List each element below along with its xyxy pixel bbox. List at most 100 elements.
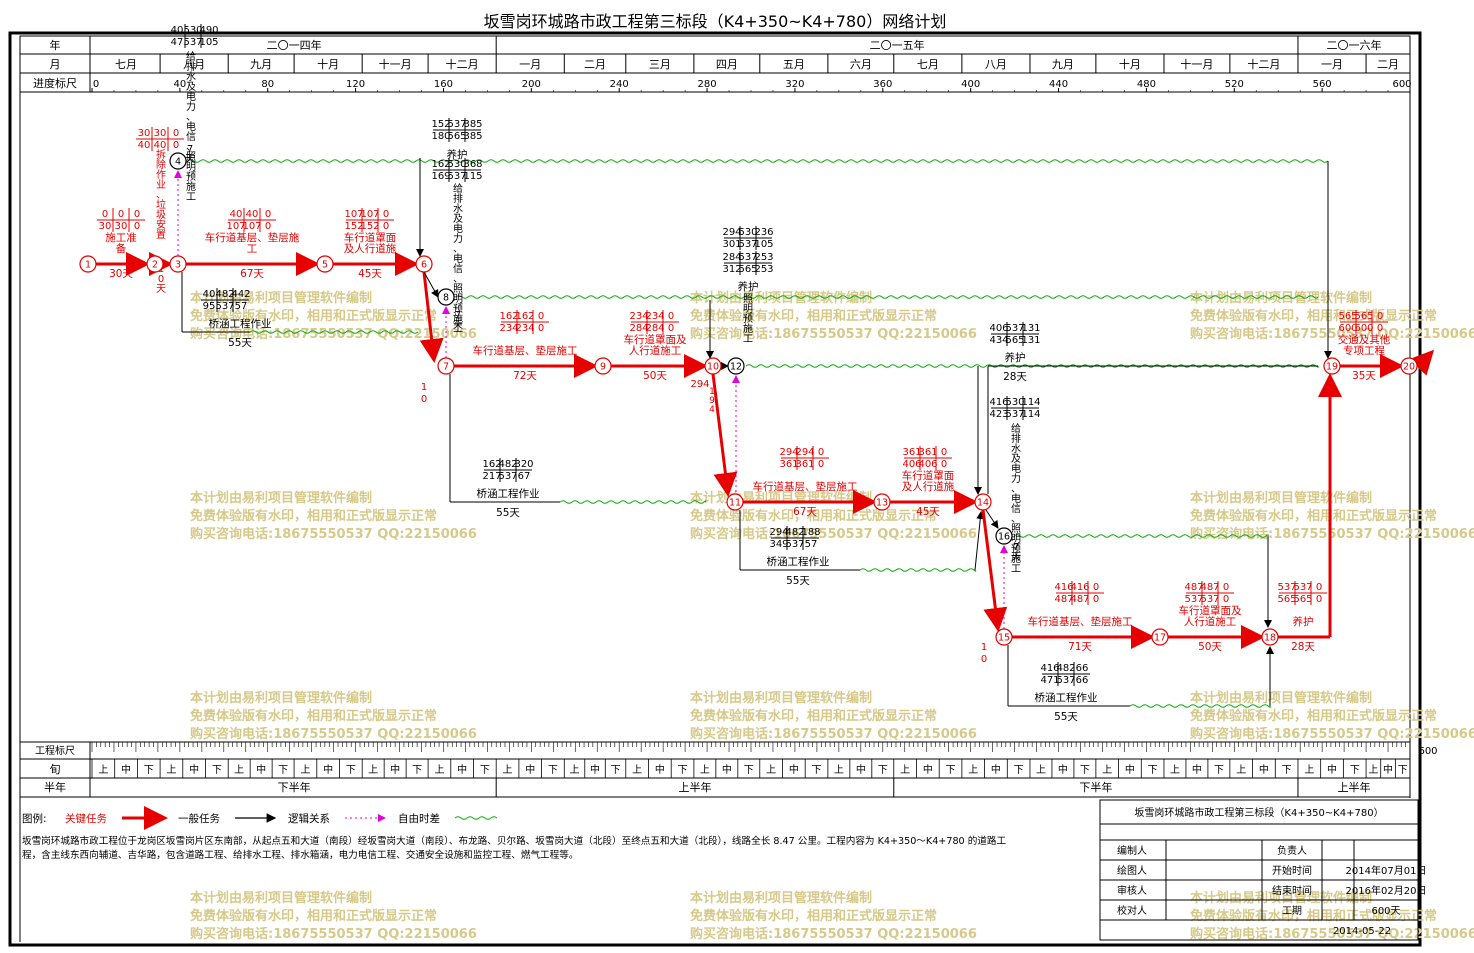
- param-value: 253: [754, 264, 773, 275]
- month-label: 二月: [1377, 58, 1399, 71]
- month-label: 九月: [250, 58, 272, 71]
- param-value: 0: [118, 209, 124, 220]
- activity-name: 桥涵工程作业: [1035, 691, 1098, 704]
- param-value: 234: [499, 323, 518, 334]
- watermark-text: 购买咨询电话:18675550537 QQ:22150066: [690, 326, 977, 342]
- watermark-text: 购买咨询电话:18675550537 QQ:22150066: [190, 726, 477, 742]
- event-node-circle: [727, 357, 745, 375]
- param-value: 0: [668, 311, 674, 322]
- vertical-char: 7: [1013, 542, 1019, 553]
- xun-label: 下: [1080, 765, 1090, 776]
- xun-label: 中: [856, 763, 866, 776]
- watermark-text: 本计划由易利项目管理软件编制: [190, 890, 372, 906]
- activity-duration: 55天: [1054, 711, 1078, 723]
- free-float-bridge-1: [249, 330, 419, 334]
- xun-label: 中: [256, 763, 266, 776]
- vertical-char: 明: [743, 303, 753, 315]
- param-value: 30: [99, 221, 112, 232]
- param-value: 537: [1005, 409, 1024, 420]
- event-node-8: 8: [437, 288, 455, 306]
- info-right-value: 600天: [1371, 906, 1400, 917]
- param-value: 0: [383, 209, 389, 220]
- vertical-char: 及: [453, 213, 463, 225]
- event-node-12: 12: [727, 357, 745, 375]
- activity-name: 专项工程: [1343, 344, 1385, 357]
- param-value: 294: [795, 447, 814, 458]
- event-node-label: 4: [175, 157, 181, 168]
- xun-label: 中: [590, 763, 600, 776]
- param-value: 537: [1005, 323, 1024, 334]
- xun-label: 下: [611, 765, 621, 776]
- param-value: 361: [918, 447, 937, 458]
- event-node-label: 16: [998, 532, 1010, 543]
- vertical-char: 预: [1011, 543, 1021, 555]
- watermark-text: 本计划由易利项目管理软件编制: [690, 890, 872, 906]
- vertical-char: 信: [1011, 503, 1021, 515]
- param-value: 530: [738, 227, 757, 238]
- activity-duration: 194: [709, 387, 715, 415]
- vertical-char: 明: [186, 161, 196, 173]
- progress-tick: 360: [873, 79, 892, 90]
- xun-label: 中: [390, 763, 400, 776]
- event-node-1: 1: [79, 255, 97, 273]
- param-value: 312: [722, 264, 741, 275]
- activity-name: 交通及其他: [1338, 333, 1391, 346]
- param-value: 107: [360, 209, 379, 220]
- param-value: 0: [1377, 311, 1383, 322]
- param-value: 284: [722, 252, 741, 263]
- event-node-10: 10: [704, 357, 722, 375]
- param-value: 406: [918, 459, 937, 470]
- progress-tick: 600: [1392, 79, 1411, 90]
- vertical-char: 、: [1011, 514, 1021, 525]
- vertical-char: 电: [453, 252, 463, 265]
- vertical-char: 排: [453, 192, 463, 205]
- param-value: 30: [115, 221, 128, 232]
- event-node-label: 10: [707, 362, 719, 373]
- vertical-char: 明: [453, 293, 463, 305]
- event-node-20: 20: [1400, 357, 1418, 375]
- event-node-circle: [169, 152, 187, 170]
- vertical-char: 1: [709, 387, 715, 397]
- activity-duration: 28天: [1003, 371, 1027, 383]
- activity-duration: 0: [981, 654, 987, 665]
- event-node-circle: [1151, 628, 1169, 646]
- activity-duration: 1: [981, 642, 987, 653]
- vertical-char: 照: [453, 283, 463, 295]
- param-value: 162: [482, 459, 501, 470]
- param-value: 537: [183, 37, 202, 48]
- xun-label: 中: [1125, 763, 1135, 776]
- event-node-label: 12: [730, 362, 742, 373]
- xun-label: 中: [1327, 763, 1337, 776]
- activity-duration: 45天: [358, 268, 382, 280]
- param-value: 0: [134, 209, 140, 220]
- vertical-char: 施: [1011, 552, 1021, 565]
- year-label: 二〇一四年: [267, 38, 322, 52]
- param-value: 0: [173, 140, 179, 151]
- activity-duration: 1: [421, 382, 427, 393]
- xun-label: 上: [834, 764, 844, 776]
- activity-duration: 55天: [786, 575, 810, 587]
- free-float-4: [187, 159, 1329, 163]
- param-value: 105: [199, 37, 218, 48]
- xun-label: 上: [1368, 764, 1378, 776]
- legend-free-float-line: [454, 816, 498, 820]
- watermark-text: 免费体验版有水印，相用和正式版显示正常: [190, 908, 437, 924]
- free-float-16: [1013, 534, 1269, 538]
- vertical-char: 业: [156, 179, 166, 191]
- month-label: 十二月: [446, 57, 479, 71]
- vertical-char: 预: [453, 303, 463, 315]
- month-label: 二月: [584, 58, 606, 71]
- event-node-9: 9: [594, 357, 612, 375]
- watermark-text: 免费体验版有水印，相用和正式版显示正常: [1190, 708, 1437, 724]
- param-value: 294: [779, 447, 798, 458]
- xun-label: 上: [900, 764, 910, 776]
- param-value: 537: [498, 471, 517, 482]
- param-value: 416: [1054, 582, 1073, 593]
- param-value: 284: [629, 323, 648, 334]
